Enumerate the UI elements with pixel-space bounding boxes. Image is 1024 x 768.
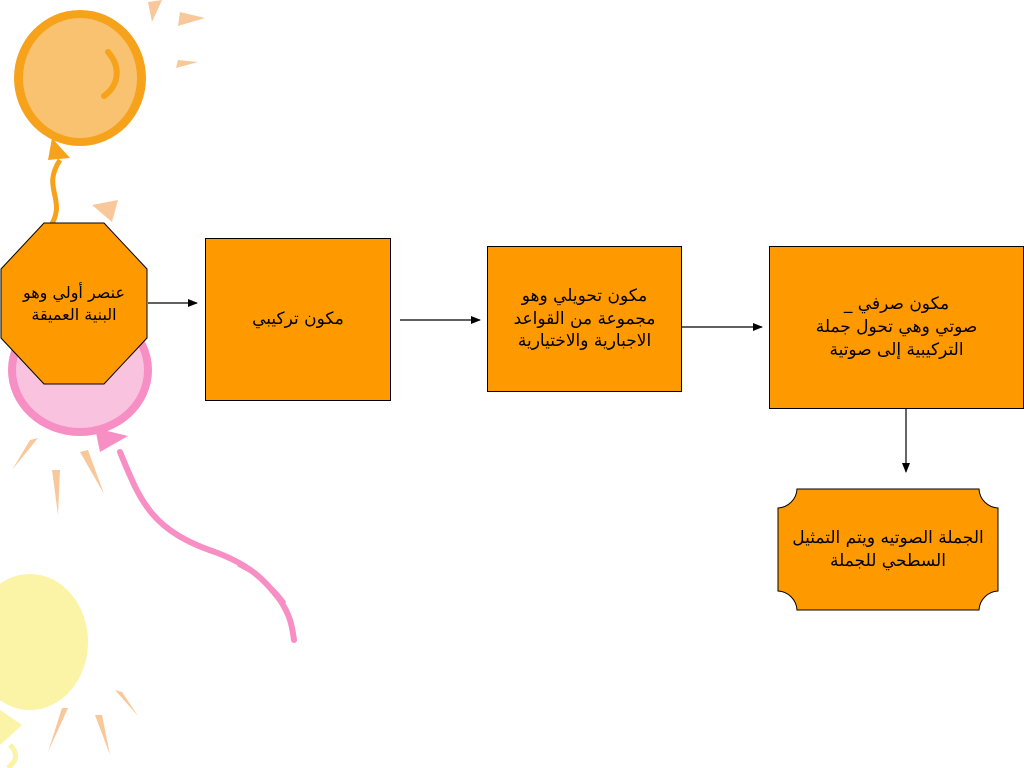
balloon-icon bbox=[0, 574, 88, 768]
morphophonemic-component-node: مكون صرفي _ صوتي وهي تحول جملة التركيبية… bbox=[769, 246, 1024, 409]
node-line: عنصر أولي وهو bbox=[22, 282, 126, 302]
node-line: السطحي للجملة bbox=[830, 550, 946, 571]
balloon-icon bbox=[14, 10, 146, 270]
node-line: مكون صرفي _ bbox=[843, 294, 950, 315]
node-line: مكون تحويلي وهو bbox=[521, 285, 648, 306]
node-line: صوتي وهي تحول جملة bbox=[815, 317, 978, 338]
node-line: البنية العميقة bbox=[31, 304, 117, 324]
node-line: التركيبية إلى صوتية bbox=[829, 339, 964, 360]
node-line: مكون تركيبي bbox=[252, 309, 344, 330]
node-line: مجموعة من القواعد bbox=[513, 308, 656, 329]
syntactic-component-node: مكون تركيبي bbox=[205, 238, 391, 401]
deep-structure-node: عنصر أولي وهو البنية العميقة bbox=[0, 222, 148, 385]
phonetic-sentence-plaque bbox=[777, 488, 999, 611]
sun-ray-icon bbox=[12, 0, 205, 755]
node-line: الجملة الصوتيه ويتم التمثيل bbox=[792, 527, 984, 548]
node-line: الاجبارية والاختيارية bbox=[517, 331, 652, 352]
transformational-component-node: مكون تحويلي وهو مجموعة من القواعد الاجبا… bbox=[487, 246, 682, 392]
deep-structure-octagon bbox=[0, 222, 148, 385]
phonetic-sentence-node: الجملة الصوتيه ويتم التمثيل السطحي للجمل… bbox=[777, 488, 999, 611]
